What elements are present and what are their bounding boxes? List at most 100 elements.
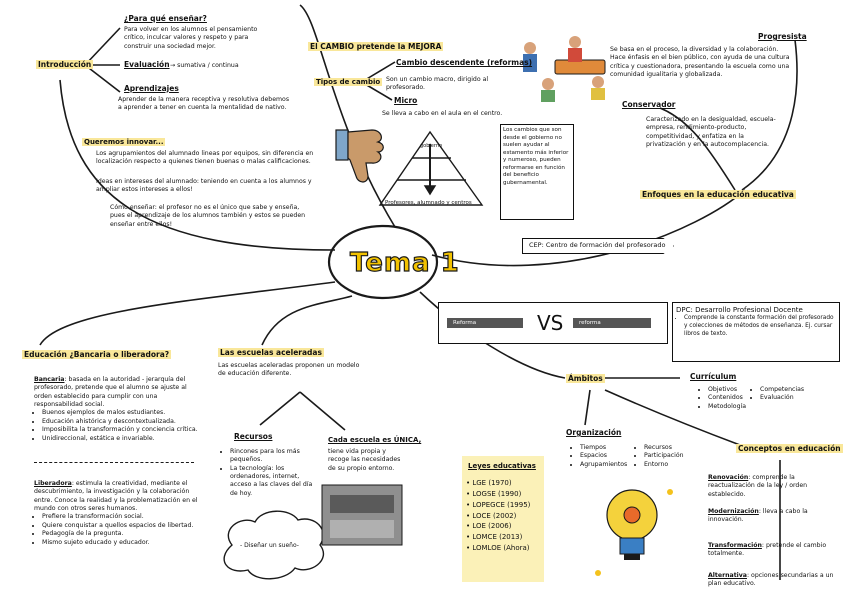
curriculum-col1: Objetivos Contenidos Metodología	[700, 386, 746, 411]
recursos-item: Rincones para los más pequeños.	[230, 448, 316, 465]
cada-escuela-text: tiene vida propia y recoge las necesidad…	[328, 448, 401, 472]
org-item: Espacios	[580, 452, 627, 460]
concepto-item: Alternativa: opciones secundarias a un p…	[708, 572, 834, 588]
organizacion-title: Organización	[566, 428, 622, 437]
macro-text: Son un cambio macro, dirigido al profeso…	[386, 76, 489, 92]
curriculum-title: Currículum	[690, 372, 737, 381]
dpc-item: Comprende la constante formación del pro…	[684, 315, 836, 338]
ambitos-title: Ámbitos	[566, 374, 605, 383]
dpc-box: DPC: Desarrollo Profesional Docente Comp…	[672, 302, 840, 362]
dpc-title: DPC: Desarrollo Profesional Docente	[676, 306, 803, 314]
liberadora-block: Liberadora: estimula la creatividad, med…	[34, 480, 206, 547]
org-item: Recursos	[644, 444, 684, 452]
org-item: Entorno	[644, 461, 684, 469]
liberadora-label: Liberadora	[34, 480, 72, 487]
intro-q1-title: ¿Para qué enseñar?	[124, 14, 207, 23]
recursos-item: La tecnología: los ordenadores, internet…	[230, 465, 316, 498]
pyramid-bottom-label: Profesores, alumnado y centros	[385, 200, 472, 206]
tipos-cambio-label: Tipos de cambio	[314, 78, 383, 86]
org-item: Participación	[644, 452, 684, 460]
educacion-title: Educación ¿Bancaria o liberadora?	[22, 350, 172, 359]
cloud-text: - Diseñar un sueño-	[240, 542, 299, 549]
liberadora-item: Prefiere la transformación social.	[42, 513, 206, 521]
center-ellipse	[327, 224, 439, 300]
teachers-illustration	[523, 36, 606, 102]
bancaria-block: Bancaria: basada en la autoridad - jerar…	[34, 376, 204, 443]
curriculum-item: Objetivos	[708, 386, 746, 394]
bancaria-item: Educación ahistórica y descontextualizad…	[42, 418, 204, 426]
bancaria-item: Imposibilita la transformación y concien…	[42, 426, 204, 434]
curriculum-item: Evaluación	[760, 394, 804, 402]
liberadora-text: : estimula la creatividad, mediante el d…	[34, 480, 198, 513]
vs-label: VS	[537, 311, 564, 335]
intro-q1-text: Para volver en los alumnos el pensamient…	[124, 26, 258, 50]
curriculum-item: Metodología	[708, 403, 746, 411]
intro-aprend-title: Aprendizajes	[124, 84, 179, 93]
org-item: Tiempos	[580, 444, 627, 452]
cambio-title: El CAMBIO pretende la MEJORA	[308, 42, 444, 51]
vs-right-tag: reforma	[573, 318, 651, 328]
center-title: Tema 1	[349, 247, 460, 278]
vs-box: Reforma VS reforma	[438, 302, 668, 344]
cambio-note-box: Los cambios que son desde el gobierno no…	[500, 124, 574, 220]
aceleradas-title: Las escuelas aceleradas	[218, 348, 324, 357]
intro-eval-text: → sumativa / continua	[170, 62, 239, 69]
lightbulb-icon	[595, 489, 673, 576]
curriculum-item: Contenidos	[708, 394, 746, 402]
recursos-title: Recursos	[234, 432, 273, 441]
micro-title: Micro	[394, 96, 418, 105]
thumbs-down-icon	[335, 129, 384, 183]
curriculum-col2: Competencias Evaluación	[752, 386, 804, 403]
intro-title: Introducción	[36, 60, 94, 69]
enfoques-label: Enfoques en la educación educativa	[640, 190, 796, 199]
innovar-p3: Cómo enseñar: el profesor no es el único…	[110, 204, 306, 228]
org-item: Agrupamientos	[580, 461, 627, 469]
ley-item: LOMCE (2013)	[466, 532, 530, 543]
concepto-item: Transformación: pretende el cambio total…	[708, 542, 827, 558]
conservador-title: Conservador	[622, 100, 676, 109]
liberadora-item: Quiere conquistar a quellos espacios de …	[42, 522, 206, 530]
recursos-list: Rincones para los más pequeños. La tecno…	[222, 448, 316, 498]
cloud-shape	[223, 510, 324, 580]
pyramid-top-label: gobierno	[420, 143, 443, 149]
liberadora-item: Mismo sujeto educado y educador.	[42, 539, 206, 547]
innovar-p2: Ideas en intereses del alumnado: teniend…	[96, 178, 312, 194]
conceptos-title: Conceptos en educación	[736, 444, 843, 453]
cada-escuela-title: Cada escuela es ÚNICA,	[328, 436, 422, 444]
bancaria-label: Bancaria	[34, 376, 65, 383]
ley-item: LOPEGCE (1995)	[466, 500, 530, 511]
aceleradas-text: Las escuelas aceleradas proponen un mode…	[218, 362, 360, 378]
innovar-p1: Los agrupamientos del alumnado lineas po…	[96, 150, 314, 166]
concepto-item: Renovación: comprende la reactualización…	[708, 474, 808, 498]
curriculum-item: Competencias	[760, 386, 804, 394]
bancaria-text: : basada en la autoridad - jerarquía del…	[34, 376, 187, 409]
progresista-text: Se basa en el proceso, la diversidad y l…	[610, 46, 790, 79]
leyes-list: LGE (1970) LOGSE (1990) LOPEGCE (1995) L…	[466, 478, 530, 554]
innovar-title: Queremos innovar...	[82, 138, 166, 146]
cep-text: CEP: Centro de formación del profesorado	[529, 241, 666, 249]
micro-text: Se lleva a cabo en el aula en el centro.	[382, 110, 503, 117]
macro-title: Cambio descendente (reformas)	[396, 58, 533, 67]
ley-item: LOMLOE (Ahora)	[466, 543, 530, 554]
divider	[34, 462, 194, 463]
bancaria-item: Unidireccional, estática e invariable.	[42, 435, 204, 443]
leyes-title: Leyes educativas	[468, 462, 536, 470]
org-col1: Tiempos Espacios Agrupamientos	[572, 444, 627, 469]
intro-aprend-text: Aprender de la manera receptiva y resolu…	[118, 96, 290, 112]
ley-item: LOE (2006)	[466, 521, 530, 532]
conservador-text: Caracterizado en la desigualdad, escuela…	[646, 116, 776, 149]
vs-left-tag: Reforma	[447, 318, 523, 328]
ley-item: LGE (1970)	[466, 478, 530, 489]
liberadora-item: Pedagogía de la pregunta.	[42, 530, 206, 538]
leyes-card: Leyes educativas LGE (1970) LOGSE (1990)…	[462, 456, 544, 582]
progresista-title: Progresista	[758, 32, 807, 41]
ley-item: LOCE (2002)	[466, 511, 530, 522]
cep-box: CEP: Centro de formación del profesorado	[522, 238, 674, 254]
concepto-item: Modernización: lleva a cabo la innovació…	[708, 508, 808, 524]
org-col2: Recursos Participación Entorno	[636, 444, 684, 469]
pyramid	[378, 130, 484, 206]
bancaria-item: Buenos ejemplos de malos estudiantes.	[42, 409, 204, 417]
intro-eval-label: Evaluación	[124, 60, 170, 69]
ley-item: LOGSE (1990)	[466, 489, 530, 500]
